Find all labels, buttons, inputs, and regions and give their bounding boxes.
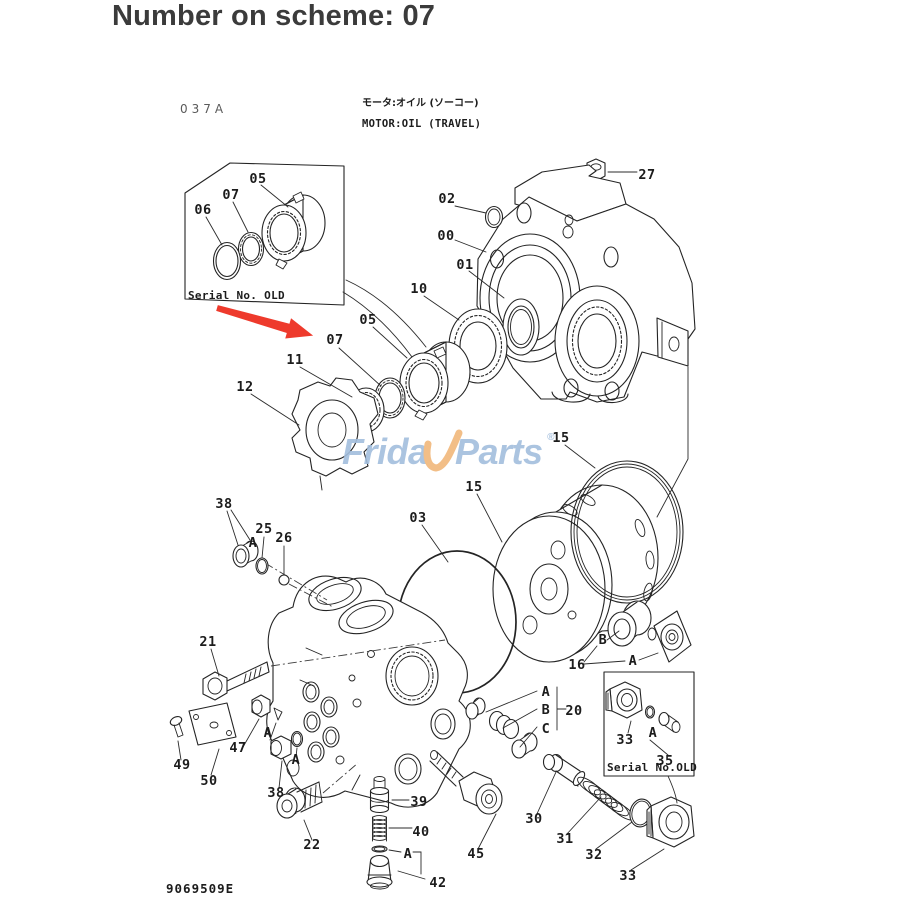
label-12: 12 — [236, 379, 253, 395]
label-33: 33 — [619, 868, 636, 884]
part-05-coupling-inset — [261, 191, 326, 270]
label-38-lower: 38 — [267, 785, 284, 801]
label-06-inset: 06 — [194, 202, 211, 218]
caption-en: MOTOR:OIL (TRAVEL) — [362, 118, 481, 130]
inset-old-serial-box — [184, 162, 345, 306]
part-39-valve-seat — [369, 776, 390, 814]
part-22-bolt — [276, 781, 323, 819]
label-35-inset: 35 — [656, 753, 673, 769]
highlight-arrow — [216, 305, 314, 339]
label-a-20: A — [542, 684, 551, 700]
label-15-plate: 15 — [465, 479, 482, 495]
label-33-inset: 33 — [616, 732, 633, 748]
sheet-code: 037A — [180, 102, 227, 116]
label-15-oring: 15 — [552, 430, 569, 446]
label-a-47: A — [264, 725, 273, 741]
label-40: 40 — [412, 824, 429, 840]
label-c-20: C — [542, 721, 551, 737]
centerlines — [264, 562, 446, 794]
part-15-valve-plate-drum — [492, 484, 659, 663]
part-26-ball — [278, 574, 290, 586]
part-00-motor-housing — [476, 164, 696, 404]
part-15-large-oring — [570, 460, 684, 604]
label-01: 01 — [456, 257, 473, 273]
inset-old-serial-box-2 — [603, 671, 695, 804]
label-22: 22 — [303, 837, 320, 853]
label-07-inset: 07 — [222, 187, 239, 203]
label-31: 31 — [556, 831, 573, 847]
part-a-oring-inset — [644, 705, 656, 719]
label-39: 39 — [410, 794, 427, 810]
part-05-coupling — [399, 341, 471, 421]
part-50-plate — [188, 702, 237, 746]
part-02-oring — [484, 205, 504, 229]
part-21-bolt — [202, 661, 270, 701]
part-a-oring-42 — [371, 845, 388, 853]
part-25-oring — [255, 557, 269, 575]
serial-note-top: Serial No. OLD — [188, 289, 285, 302]
label-a-38: A — [292, 752, 301, 768]
label-05-inset: 05 — [249, 171, 266, 187]
watermark-text-right: Parts — [455, 431, 543, 472]
label-07-highlighted: 07 — [326, 332, 343, 348]
part-38-plug-upper — [232, 540, 259, 568]
caption-jp: モータ:オイル (ソーコー) — [362, 97, 479, 109]
watermark-registered-mark: ® — [547, 432, 555, 443]
part-12-flange-housing — [291, 377, 379, 491]
label-47: 47 — [229, 740, 246, 756]
label-a-16: A — [629, 653, 638, 669]
label-11: 11 — [286, 352, 303, 368]
label-b-16: B — [599, 632, 608, 648]
part-30-spool — [542, 753, 586, 787]
watermark: Frida Parts ® — [342, 429, 555, 472]
label-20: 20 — [565, 703, 582, 719]
leader-lines — [177, 171, 669, 880]
label-16: 16 — [568, 657, 585, 673]
label-30: 30 — [525, 811, 542, 827]
main-valve-body — [266, 575, 471, 808]
part-42-plug — [366, 854, 393, 890]
label-50: 50 — [200, 773, 217, 789]
part-33-plug — [646, 796, 695, 848]
part-49-screw — [169, 716, 184, 738]
part-01-seal-ring — [502, 298, 540, 356]
watermark-swoosh-icon — [423, 429, 463, 472]
label-02: 02 — [438, 191, 455, 207]
part-16b-bushing — [607, 600, 652, 647]
label-03: 03 — [409, 510, 426, 526]
watermark-text-left: Frida — [342, 431, 428, 472]
label-42: 42 — [429, 875, 446, 891]
part-38-plug-lower — [270, 730, 304, 760]
part-33-plug-inset — [605, 681, 643, 719]
label-b-20: B — [542, 702, 551, 718]
label-25: 25 — [255, 521, 272, 537]
part-35-plug-inset — [658, 711, 681, 733]
label-a-inset: A — [649, 725, 658, 741]
label-00: 00 — [437, 228, 454, 244]
serial-note-bottom: Serial No.OLD — [607, 761, 697, 774]
part-06-oring-inset — [212, 241, 242, 281]
label-32: 32 — [585, 847, 602, 863]
page-title: Number on scheme: 07 — [112, 0, 436, 32]
part-20-spool-kit — [465, 697, 538, 759]
label-a-25: A — [249, 535, 258, 551]
label-05: 05 — [359, 312, 376, 328]
label-a-42: A — [404, 846, 413, 862]
part-45-relief-valve — [429, 750, 503, 815]
label-21: 21 — [199, 634, 216, 650]
part-07-ring-inset — [237, 231, 265, 267]
label-49: 49 — [173, 757, 190, 773]
part-40-spring — [372, 815, 387, 842]
part-16a-flange-plate — [647, 610, 692, 663]
part-47-plug — [251, 694, 283, 721]
label-38-upper: 38 — [215, 496, 232, 512]
label-10: 10 — [410, 281, 427, 297]
label-27: 27 — [638, 167, 655, 183]
reference-arcs — [342, 279, 689, 518]
doc-code: 9069509E — [166, 881, 234, 896]
label-45: 45 — [467, 846, 484, 862]
label-26: 26 — [275, 530, 292, 546]
